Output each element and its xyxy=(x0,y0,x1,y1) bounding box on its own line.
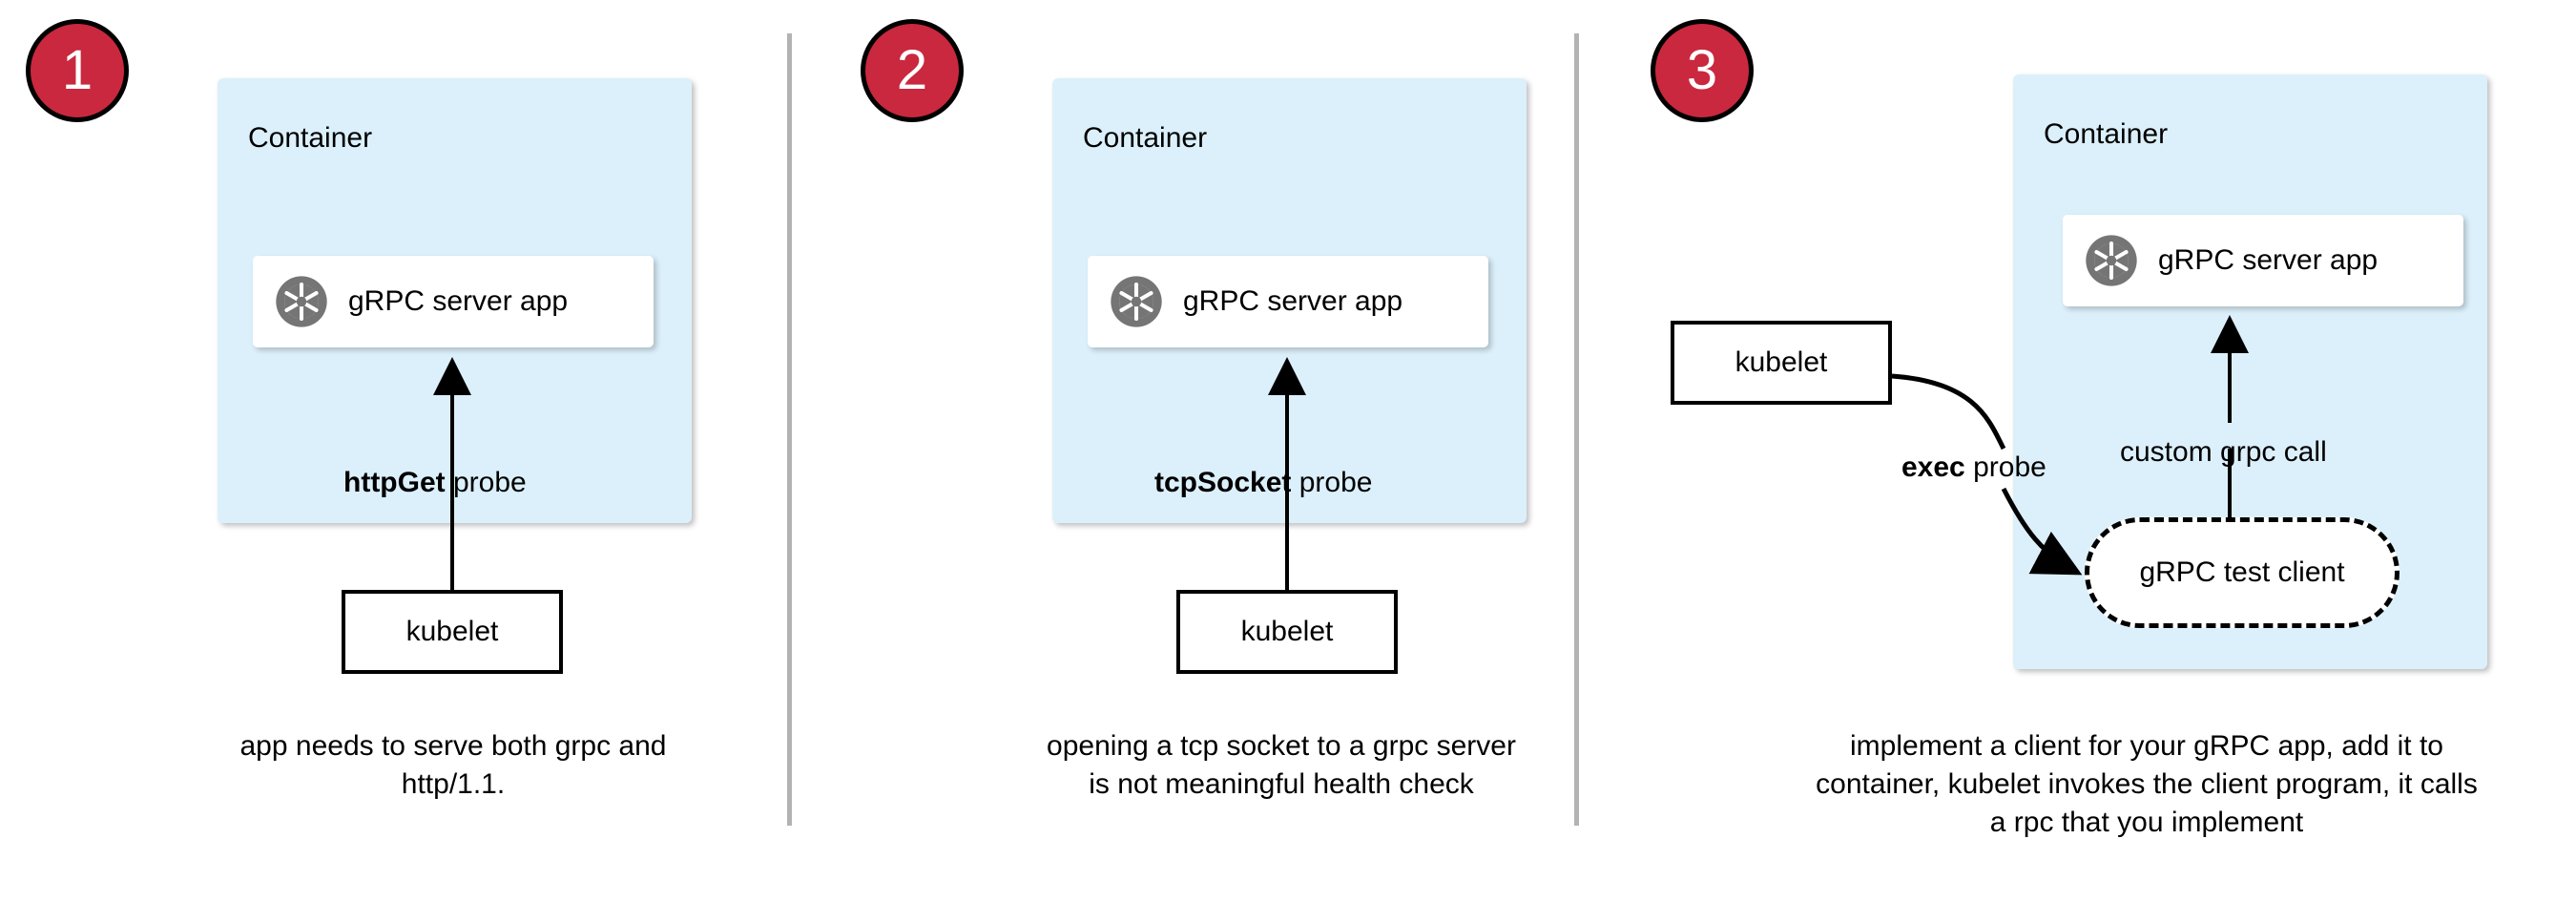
probe-label-1-bold: httpGet xyxy=(343,467,446,498)
panel-separator-1 xyxy=(787,33,792,826)
grpc-aperture-icon xyxy=(2086,235,2137,286)
kubelet-label-2: kubelet xyxy=(1240,616,1334,647)
kubelet-box-3: kubelet xyxy=(1671,321,1892,405)
grpc-server-app-box-1: gRPC server app xyxy=(253,256,654,347)
kubelet-box-2: kubelet xyxy=(1176,590,1398,674)
step-badge-1-number: 1 xyxy=(61,39,93,101)
step-badge-2: 2 xyxy=(861,19,964,122)
panel-caption-3: implement a client for your gRPC app, ad… xyxy=(1816,730,2478,838)
grpc-aperture-icon xyxy=(1111,276,1162,327)
panel-caption-1: app needs to serve both grpc and http/1.… xyxy=(239,730,667,800)
grpc-test-client-pill: gRPC test client xyxy=(2085,517,2399,628)
probe-label-2-bold: tcpSocket xyxy=(1154,467,1292,498)
exec-probe-curved-arrow xyxy=(1891,373,2006,451)
custom-grpc-call-label: custom grpc call xyxy=(2120,436,2327,468)
kubelet-box-1: kubelet xyxy=(342,590,563,674)
panel-caption-2: opening a tcp socket to a grpc server is… xyxy=(1047,730,1516,800)
container-label-3: Container xyxy=(2044,118,2169,150)
probe-label-1: httpGet probe xyxy=(343,467,527,499)
step-badge-3-number: 3 xyxy=(1686,39,1718,101)
step-badge-3: 3 xyxy=(1651,19,1754,122)
probe-label-1-rest: probe xyxy=(445,467,527,498)
container-label-2: Container xyxy=(1083,122,1208,154)
step-badge-1: 1 xyxy=(26,19,129,122)
probe-label-3-rest: probe xyxy=(1964,451,2046,483)
grpc-server-app-label-1: gRPC server app xyxy=(348,285,569,317)
panel-separator-2 xyxy=(1574,33,1579,826)
grpc-test-client-label: gRPC test client xyxy=(2139,556,2345,588)
probe-label-2: tcpSocket probe xyxy=(1154,467,1372,499)
container-label-1: Container xyxy=(248,122,373,154)
probe-label-3: exec probe xyxy=(1901,451,2046,484)
kubelet-label-1: kubelet xyxy=(405,616,499,647)
grpc-aperture-icon xyxy=(276,276,327,327)
grpc-server-app-box-2: gRPC server app xyxy=(1088,256,1488,347)
probe-label-2-rest: probe xyxy=(1291,467,1373,498)
kubelet-label-3: kubelet xyxy=(1735,346,1828,378)
probe-label-3-bold: exec xyxy=(1901,451,1965,483)
grpc-server-app-box-3: gRPC server app xyxy=(2063,215,2463,306)
grpc-server-app-label-2: gRPC server app xyxy=(1183,285,1403,317)
grpc-server-app-label-3: gRPC server app xyxy=(2158,244,2379,276)
step-badge-2-number: 2 xyxy=(896,39,928,101)
